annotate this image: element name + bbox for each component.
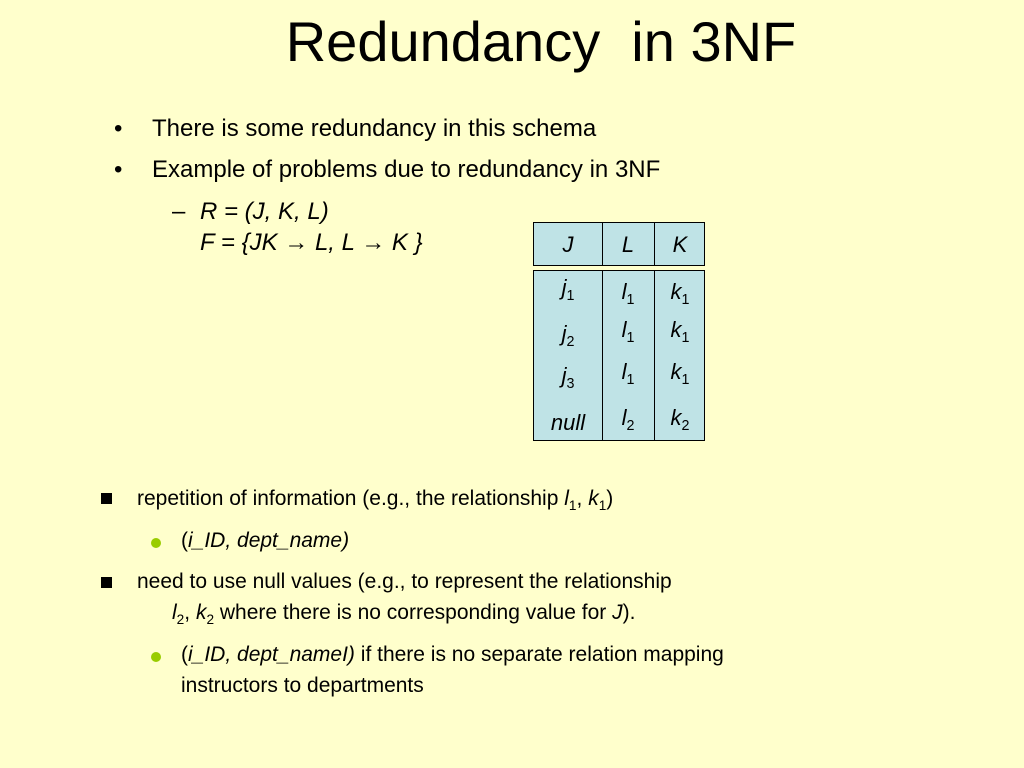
square-bullet-icon [101, 491, 112, 509]
fd-middle: L, L [314, 229, 355, 256]
table-cell: l1 [621, 317, 635, 346]
relation-schema: R = (J, K, L) [200, 198, 329, 225]
problem-null-values: need to use null values (e.g., to repres… [137, 570, 672, 593]
fd-suffix: K } [391, 229, 423, 256]
green-dot-icon [151, 649, 161, 667]
problem-null-values-cont: l2, k2 where there is no corresponding v… [172, 601, 636, 627]
bullet-item: • [114, 114, 122, 144]
bullet-item: • [114, 155, 122, 185]
fd-prefix: F = {JK [200, 229, 278, 256]
green-dot-icon [151, 535, 161, 553]
bullet-dot: • [114, 156, 123, 183]
square-bullet-icon [101, 575, 112, 593]
problem-null-example: (i_ID, dept_nameI) if there is no separa… [181, 643, 724, 666]
bullet-dot: • [114, 115, 123, 142]
table-header: J L K [533, 222, 705, 266]
bullet-text-redundancy: There is some redundancy in this schema [152, 115, 597, 142]
problem-null-example-cont: instructors to departments [181, 674, 424, 697]
dash-marker: – [172, 198, 186, 225]
bullet-text-example: Example of problems due to redundancy in… [152, 156, 661, 183]
header-k: K [672, 232, 688, 257]
problem-repetition-example: (i_ID, dept_name) [181, 529, 350, 552]
slide-title: Redundancy in 3NF [285, 10, 797, 73]
table-cell: k1 [670, 317, 690, 346]
table-body: j1 l1 k1 j2 l1 k1 j3 l1 k1 null l2 k2 [533, 270, 705, 441]
table-cell: k2 [670, 405, 690, 434]
arrow-icon: → [361, 229, 386, 256]
table-cell: j2 [561, 321, 575, 350]
table-cell: l1 [621, 359, 635, 388]
table-cell: j1 [561, 275, 575, 304]
table-cell: null [550, 410, 586, 435]
arrow-icon: → [284, 229, 309, 256]
table-cell: k1 [670, 279, 690, 308]
table-cell: k1 [670, 359, 690, 388]
table-cell: j3 [561, 363, 575, 392]
header-j: J [562, 232, 574, 257]
header-l: L [621, 232, 635, 257]
functional-dependencies: F = {JK → L, L → K } [200, 228, 423, 258]
table-cell: l1 [621, 279, 635, 308]
problem-repetition: repetition of information (e.g., the rel… [137, 487, 614, 513]
table-cell: l2 [621, 405, 635, 434]
